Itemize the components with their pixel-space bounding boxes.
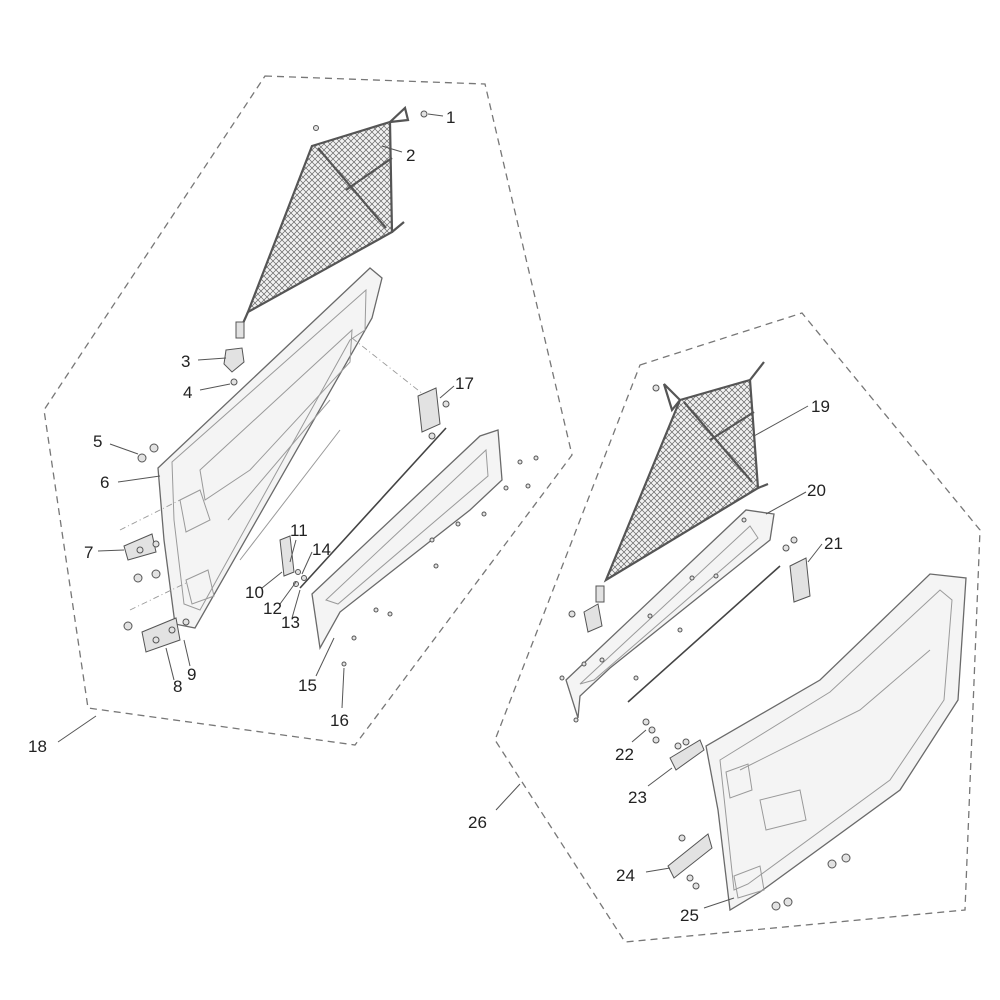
trim-fasteners bbox=[341, 455, 539, 667]
net-anchor-screw bbox=[652, 384, 660, 392]
callout-7: 7 bbox=[84, 543, 93, 562]
hinge-bolts bbox=[123, 443, 190, 631]
callout-3: 3 bbox=[181, 352, 190, 371]
right-door-latch bbox=[782, 536, 811, 603]
callout-15: 15 bbox=[298, 676, 317, 695]
right-door-group-boundary bbox=[494, 312, 981, 943]
callout-23: 23 bbox=[628, 788, 647, 807]
callout-11: 11 bbox=[290, 521, 308, 540]
left-door-latch bbox=[417, 387, 450, 440]
callout-18: 18 bbox=[28, 737, 47, 756]
alignment-line bbox=[351, 337, 429, 399]
callout-19: 19 bbox=[811, 397, 830, 416]
inner-latch-clip bbox=[279, 535, 307, 587]
callout-6: 6 bbox=[100, 473, 109, 492]
left-door-panel bbox=[157, 267, 383, 629]
door-bolts bbox=[771, 853, 851, 911]
lower-hinge bbox=[141, 617, 181, 653]
callout-10: 10 bbox=[245, 583, 264, 602]
door-release-cable bbox=[627, 565, 781, 703]
callout-9: 9 bbox=[187, 665, 196, 684]
right-net-bracket bbox=[568, 585, 605, 633]
trim-fasteners bbox=[559, 517, 747, 723]
callout-20: 20 bbox=[807, 481, 826, 500]
leader-lines bbox=[57, 113, 823, 909]
callout-4: 4 bbox=[183, 383, 192, 402]
upper-hinge bbox=[123, 533, 160, 561]
left-inner-trim-panel bbox=[311, 429, 503, 650]
callout-5: 5 bbox=[93, 432, 102, 451]
callout-13: 13 bbox=[281, 613, 300, 632]
net-anchor-screw bbox=[313, 110, 428, 131]
right-upper-hinge bbox=[669, 738, 705, 771]
hinge-screws bbox=[642, 718, 660, 744]
callout-26: 26 bbox=[468, 813, 487, 832]
door-release-cable bbox=[299, 427, 447, 589]
callout-16: 16 bbox=[330, 711, 349, 730]
callout-24: 24 bbox=[616, 866, 635, 885]
callout-8: 8 bbox=[173, 677, 182, 696]
callout-22: 22 bbox=[615, 745, 634, 764]
callout-25: 25 bbox=[680, 906, 699, 925]
callout-2: 2 bbox=[406, 146, 415, 165]
callout-labels: 1 2 3 4 5 6 7 8 9 10 11 12 13 14 15 16 1… bbox=[28, 108, 843, 925]
callout-17: 17 bbox=[455, 374, 474, 393]
left-door-group-boundary bbox=[43, 75, 573, 746]
callout-21: 21 bbox=[824, 534, 843, 553]
right-door-net bbox=[603, 361, 769, 583]
callout-1: 1 bbox=[446, 108, 455, 127]
right-lower-hinge bbox=[667, 833, 713, 890]
net-bracket bbox=[223, 321, 245, 373]
left-door-net bbox=[238, 105, 410, 331]
right-door-panel bbox=[705, 573, 967, 912]
alignment-line bbox=[119, 499, 189, 611]
bracket-screw bbox=[230, 378, 238, 386]
callout-12: 12 bbox=[263, 599, 282, 618]
callout-14: 14 bbox=[312, 540, 331, 559]
